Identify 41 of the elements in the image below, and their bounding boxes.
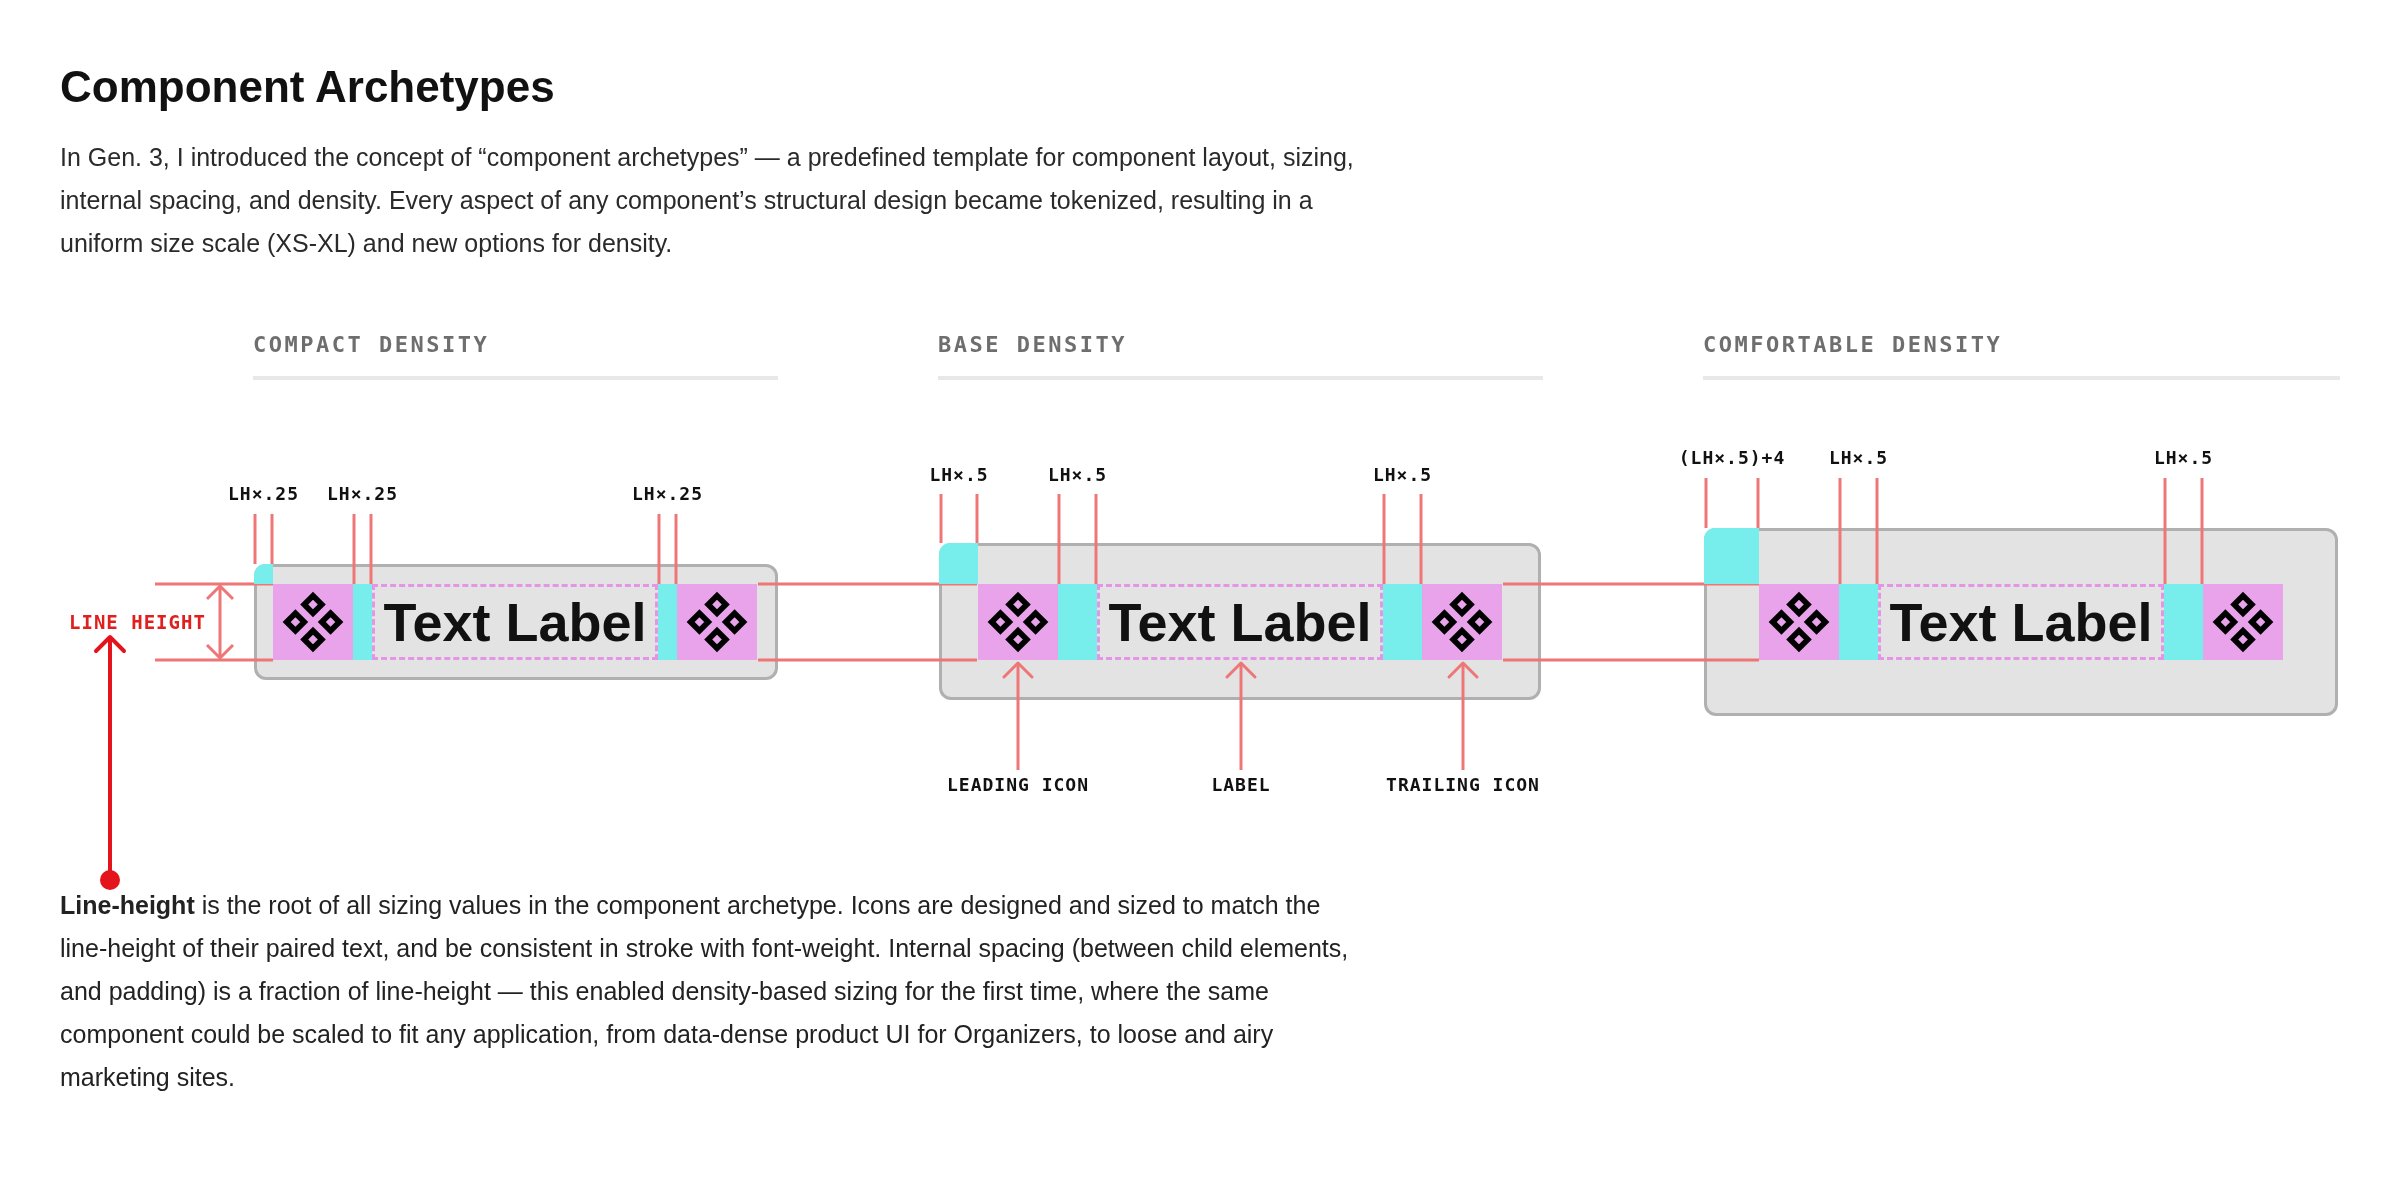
spacing-block bbox=[353, 584, 372, 660]
spacing-block bbox=[658, 584, 677, 660]
callout-label: LABEL bbox=[1211, 774, 1271, 796]
trailing-icon-slot bbox=[677, 584, 757, 660]
dimension-label: LH×.25 bbox=[228, 483, 299, 505]
dimension-label: LH×.5 bbox=[1828, 447, 1889, 469]
section-heading: BASE DENSITY bbox=[938, 332, 1127, 358]
dimension-label: LH×.5 bbox=[929, 464, 989, 486]
leader-arrow bbox=[1002, 661, 1034, 770]
spacing-block bbox=[1058, 584, 1097, 660]
leader-arrow bbox=[1225, 661, 1257, 770]
trailing-icon-slot bbox=[2203, 584, 2283, 660]
section-heading: COMFORTABLE DENSITY bbox=[1703, 332, 2003, 358]
spacing-block bbox=[1383, 584, 1422, 660]
padding-block bbox=[254, 564, 273, 584]
leader-arrow bbox=[1447, 661, 1479, 770]
spacing-block bbox=[2164, 584, 2203, 660]
padding-block bbox=[1704, 528, 1759, 584]
title: Component Archetypes bbox=[60, 62, 555, 112]
padding-block bbox=[939, 543, 978, 584]
body-paragraph: Line-height is the root of all sizing values in the component archetype. Icons are designed and sized to match the line-height of their paired text, and be consistent in stroke with font-weight. Internal spacing (between child elements, and padding) is a fraction of line-height — this enabled density-based sizing for the first time, where the same component could be scaled to fit any application, from data-dense product UI for Organizers, to loose and airy marketing sites. bbox=[60, 884, 1370, 1099]
leading-icon-slot bbox=[1759, 584, 1839, 660]
leading-icon-slot bbox=[273, 584, 353, 660]
spacing-block bbox=[1839, 584, 1878, 660]
intro-paragraph: In Gen. 3, I introduced the concept of “component archetypes” — a predefined template for component layout, sizing, internal spacing, and density. Every aspect of any component’s structural design became tokenized, resulting in a uniform size scale (XS-XL) and new options for density. bbox=[60, 142, 1355, 259]
dimension-label: LH×.25 bbox=[632, 483, 703, 505]
dimension-label: LH×.5 bbox=[1047, 464, 1108, 486]
line-height-label: LINE HEIGHT bbox=[69, 610, 206, 634]
component-frame bbox=[939, 543, 1541, 700]
dimension-label: (LH×.5)+4 bbox=[1678, 447, 1786, 469]
trailing-icon-slot bbox=[1422, 584, 1502, 660]
dimension-label: LH×.5 bbox=[1372, 464, 1433, 486]
dimension-label: LH×.25 bbox=[327, 483, 398, 505]
pointer-arrow bbox=[94, 635, 126, 890]
callout-label: TRAILING ICON bbox=[1386, 774, 1540, 796]
callout-label: LEADING ICON bbox=[947, 774, 1089, 796]
component-frame bbox=[254, 564, 778, 680]
component-frame bbox=[1704, 528, 2338, 716]
section-heading: COMPACT DENSITY bbox=[253, 332, 490, 358]
leading-icon-slot bbox=[978, 584, 1058, 660]
dimension-label: LH×.5 bbox=[2153, 447, 2214, 469]
